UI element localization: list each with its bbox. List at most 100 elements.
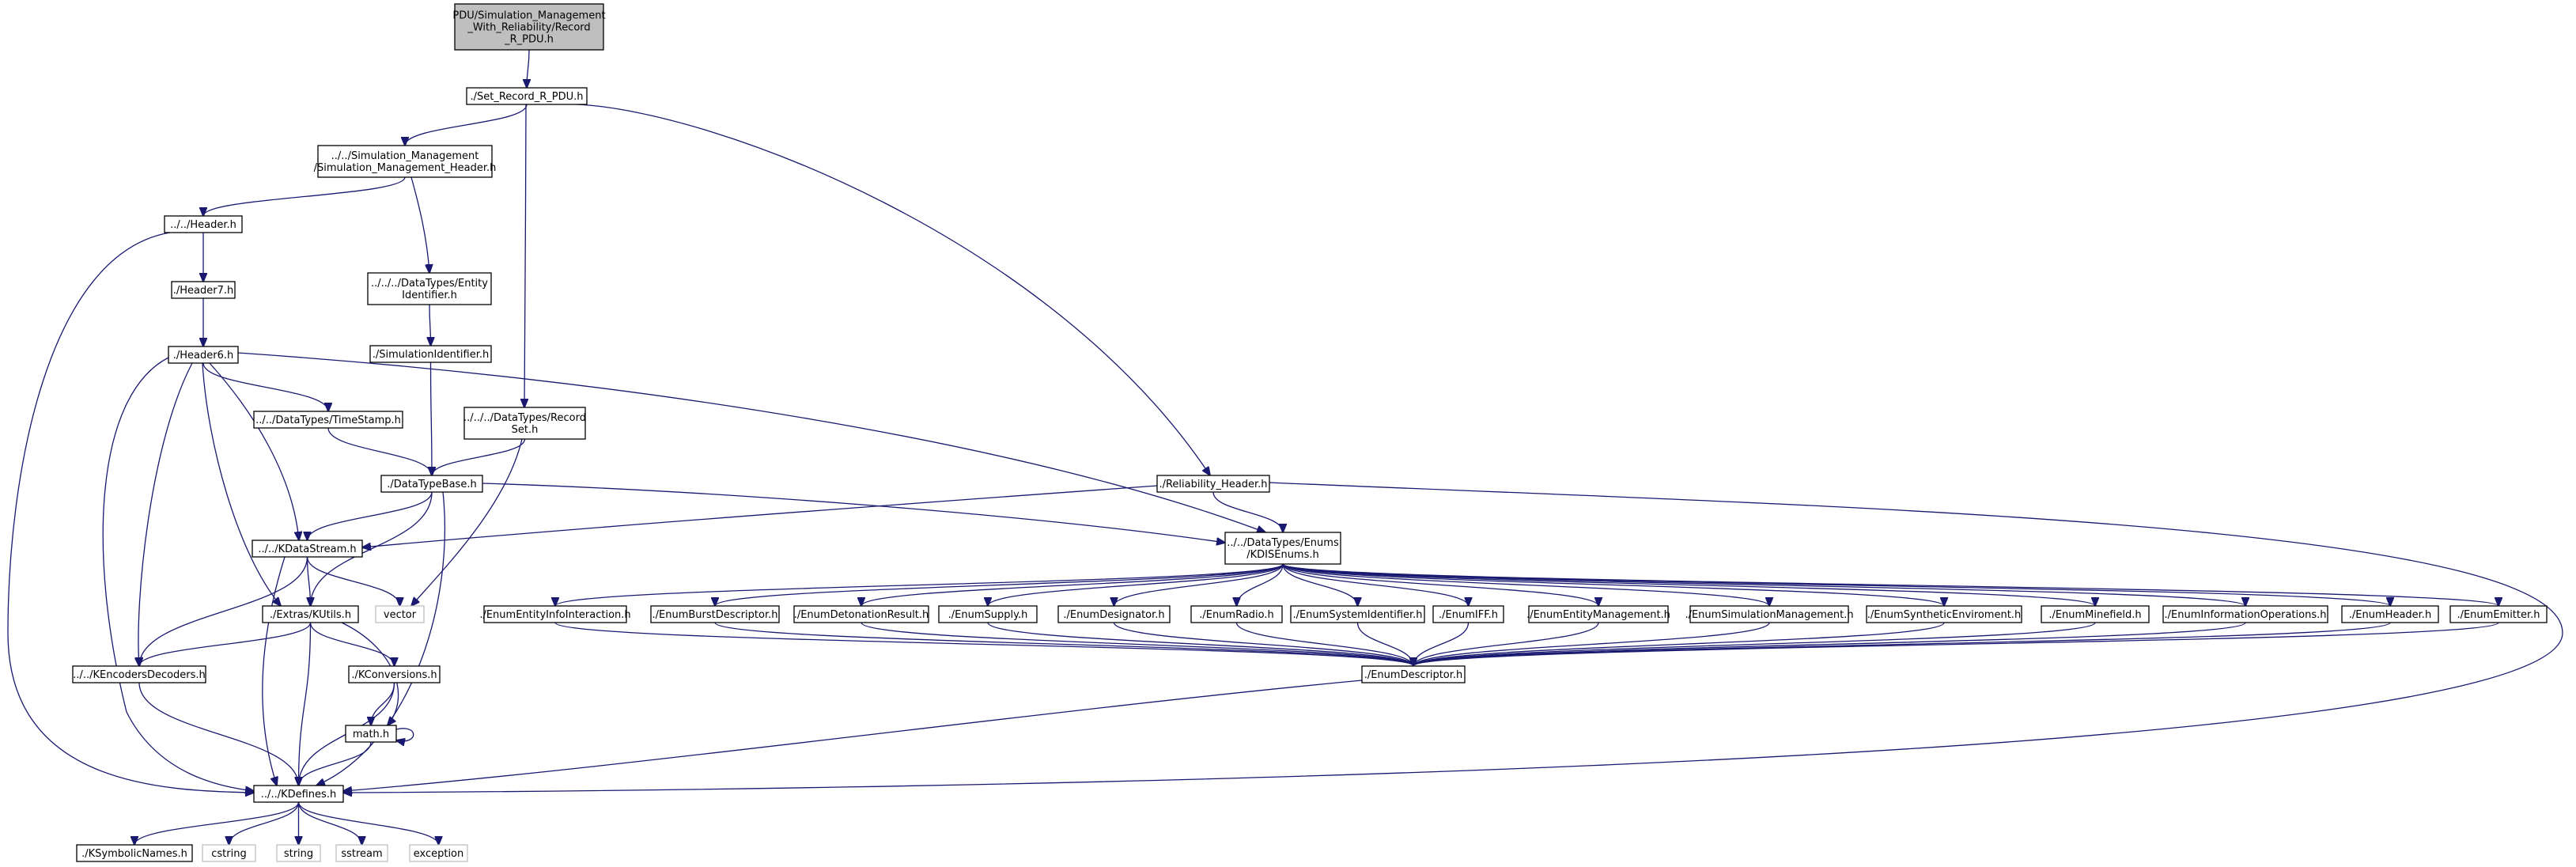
node-label-exception: exception — [414, 848, 464, 860]
node-kdisenums[interactable]: ../../DataTypes/Enums/KDISEnums.h — [1224, 532, 1341, 565]
node-root[interactable]: PDU/Simulation_Management_With_Reliabili… — [452, 3, 606, 51]
node-box-exception — [409, 844, 468, 862]
node-kutils[interactable]: ./Extras/KUtils.h — [262, 605, 359, 623]
edge-e_info-to-enumdesc — [554, 622, 1413, 666]
node-label-e_info: ./EnumEntityInfoInteraction.h — [479, 609, 630, 621]
node-box-e_mine — [2041, 605, 2150, 623]
node-box-e_iff — [1432, 605, 1504, 623]
node-header[interactable]: ../../Header.h — [164, 215, 243, 233]
node-setrec[interactable]: ./Set_Record_R_PDU.h — [466, 87, 588, 105]
node-timestamp[interactable]: ../../DataTypes/TimeStamp.h — [253, 411, 403, 429]
edge-simid-to-dtbase — [431, 362, 433, 475]
node-smh[interactable]: ../../Simulation_Management/Simulation_M… — [314, 145, 497, 178]
node-simid[interactable]: ./SimulationIdentifier.h — [369, 345, 492, 363]
node-e_sysid[interactable]: ./EnumSystemIdentifier.h — [1290, 605, 1425, 623]
node-vector[interactable]: vector — [375, 605, 425, 623]
edge-header6-to-timestamp — [202, 362, 328, 411]
edge-header6-to-kdisenums — [237, 352, 1265, 532]
node-kconv[interactable]: ./KConversions.h — [348, 665, 441, 683]
node-datastream[interactable]: ../../KDataStream.h — [252, 540, 363, 558]
node-box-e_design — [1057, 605, 1171, 623]
node-box-header6 — [168, 346, 239, 364]
edge-e_emitter-to-enumdesc — [1413, 622, 2499, 666]
edge-kutils-to-encdec — [139, 622, 312, 666]
node-e_entmgmt[interactable]: ./EnumEntityManagement.h — [1526, 605, 1670, 623]
edge-math-to-math — [396, 728, 414, 741]
edge-kutils-to-kdefines — [299, 622, 312, 786]
node-box-kdisenums — [1224, 532, 1341, 565]
node-e_design[interactable]: ./EnumDesignator.h — [1057, 605, 1171, 623]
edge-kdisenums-to-e_sysid — [1282, 563, 1358, 606]
node-box-smh — [317, 145, 493, 178]
node-label-kdefines: ../../KDefines.h — [261, 789, 336, 801]
edge-e_simmgmt-to-enumdesc — [1413, 622, 1770, 666]
node-e_synth[interactable]: ./EnumSyntheticEnviroment.h — [1866, 605, 2022, 623]
edge-root-to-setrec — [527, 49, 529, 88]
node-box-kutils — [262, 605, 359, 623]
node-label-entityid: ../../../DataTypes/Entity — [371, 278, 488, 290]
node-header6[interactable]: ./Header6.h — [168, 346, 239, 364]
edge-kdisenums-to-e_info — [555, 563, 1284, 606]
node-e_infoops[interactable]: ./EnumInformationOperations.h — [2162, 605, 2328, 623]
edge-kutils-to-kconv — [309, 622, 395, 666]
node-ksym[interactable]: ./KSymbolicNames.h — [76, 844, 193, 862]
node-box-header — [164, 215, 243, 233]
node-e_iff[interactable]: ./EnumIFF.h — [1432, 605, 1504, 623]
node-e_deton[interactable]: ./EnumDetonationResult.h — [793, 605, 929, 623]
node-kdefines[interactable]: ../../KDefines.h — [253, 785, 344, 803]
node-e_burst[interactable]: ./EnumBurstDescriptor.h — [650, 605, 780, 623]
edge-dtbase-to-kdisenums — [482, 483, 1225, 543]
node-header7[interactable]: ./Header7.h — [171, 281, 236, 299]
node-label-timestamp: ../../DataTypes/TimeStamp.h — [255, 415, 401, 426]
node-e_info[interactable]: ./EnumEntityInfoInteraction.h — [479, 605, 631, 623]
node-box-relheader — [1156, 475, 1270, 493]
node-label-e_simmgmt: ./EnumSimulationManagement.h — [1685, 609, 1853, 621]
node-box-recordset — [463, 407, 586, 440]
node-relheader[interactable]: ./Reliability_Header.h — [1156, 475, 1270, 493]
node-label-kdisenums: ../../DataTypes/Enums — [1227, 537, 1339, 549]
edge-e_header-to-enumdesc — [1413, 622, 2391, 666]
node-label-e_header: ./EnumHeader.h — [2349, 609, 2431, 621]
node-box-kconv — [348, 665, 441, 683]
node-box-encdec — [72, 665, 206, 683]
node-e_simmgmt[interactable]: ./EnumSimulationManagement.h — [1685, 605, 1854, 623]
node-exception[interactable]: exception — [409, 844, 468, 862]
node-box-root — [454, 3, 604, 51]
node-label-e_synth: ./EnumSyntheticEnviroment.h — [1867, 609, 2021, 621]
edge-kdisenums-to-e_simmgmt — [1282, 563, 1769, 606]
node-cstring[interactable]: cstring — [202, 844, 256, 862]
node-sstream[interactable]: sstream — [335, 844, 388, 862]
node-box-e_synth — [1866, 605, 2022, 623]
node-encdec[interactable]: ../../KEncodersDecoders.h — [72, 665, 206, 683]
node-e_emitter[interactable]: ./EnumEmitter.h — [2449, 605, 2548, 623]
edge-e_infoops-to-enumdesc — [1413, 622, 2246, 666]
node-box-simid — [369, 345, 492, 363]
edge-setrec-to-relheader — [577, 104, 1210, 475]
node-math[interactable]: math.h — [345, 725, 397, 743]
node-box-datastream — [252, 540, 363, 558]
node-box-e_supply — [938, 605, 1038, 623]
node-box-sstream — [335, 844, 388, 862]
edge-kdisenums-to-e_supply — [988, 563, 1284, 606]
node-label-sstream: sstream — [341, 848, 382, 860]
edge-datastream-to-kutils — [308, 556, 311, 606]
node-box-header7 — [171, 281, 236, 299]
node-enumdesc[interactable]: ./EnumDescriptor.h — [1361, 665, 1466, 683]
node-string[interactable]: string — [276, 844, 321, 862]
node-e_header[interactable]: ./EnumHeader.h — [2341, 605, 2439, 623]
node-box-setrec — [466, 87, 588, 105]
node-label-kconv: ./KConversions.h — [351, 669, 437, 681]
edge-datastream-to-vector — [306, 556, 400, 606]
node-label-enumdesc: ./EnumDescriptor.h — [1364, 669, 1463, 681]
node-e_supply[interactable]: ./EnumSupply.h — [938, 605, 1038, 623]
node-e_mine[interactable]: ./EnumMinefield.h — [2041, 605, 2150, 623]
edge-kdefines-to-sstream — [297, 801, 362, 845]
node-dtbase[interactable]: ./DataTypeBase.h — [380, 475, 483, 493]
node-e_radio[interactable]: ./EnumRadio.h — [1190, 605, 1283, 623]
node-label-relheader: ./Reliability_Header.h — [1159, 479, 1267, 490]
node-box-dtbase — [380, 475, 483, 493]
node-label-e_deton: ./EnumDetonationResult.h — [794, 609, 929, 621]
edge-dtbase-to-datastream — [308, 491, 433, 540]
